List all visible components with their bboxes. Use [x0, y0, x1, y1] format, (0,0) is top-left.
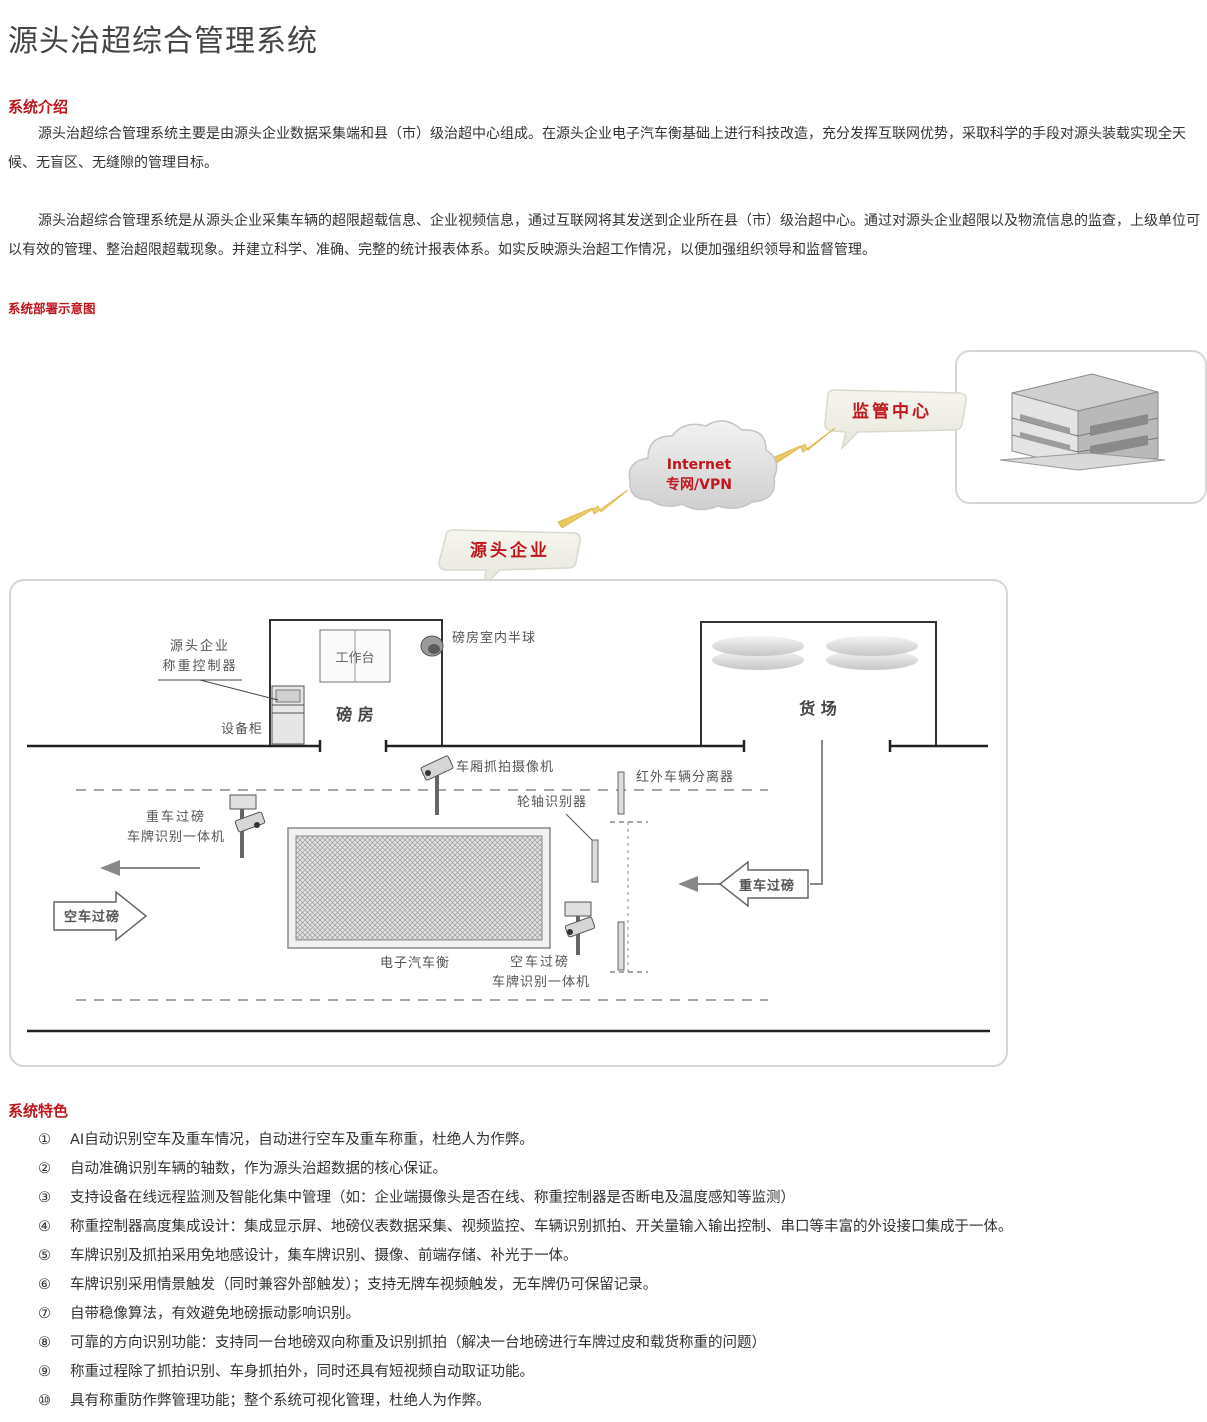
source-enterprise-label: 源头企业	[470, 540, 550, 561]
list-item: ⑨ 称重过程除了抓拍识别、车身抓拍外，同时还具有短视频自动取证功能。	[0, 1358, 1013, 1387]
indoor-dome-label: 磅房室内半球	[452, 630, 536, 646]
road-boundary	[27, 740, 990, 1033]
list-item: ⑦ 自带稳像算法，有效避免地磅振动影响识别。	[0, 1300, 1013, 1329]
list-item: ① AI自动识别空车及重车情况，自动进行空车及重车称重，杜绝人为作弊。	[0, 1126, 1013, 1155]
axle-identifier-label: 轮轴识别器	[517, 795, 587, 810]
lane-markings	[76, 789, 768, 1001]
list-item: ⑧ 可靠的方向识别功能：支持同一台地磅双向称重及识别抓拍（解决一台地磅进行车牌过皮…	[0, 1329, 1013, 1358]
heavy-vehicle-path: 重车过磅	[678, 740, 823, 908]
body-camera-icon	[420, 755, 454, 815]
item-text: 具有称重防作弊管理功能；整个系统可视化管理，杜绝人为作弊。	[70, 1393, 491, 1409]
list-item: ③ 支持设备在线远程监测及智能化集中管理（如：企业端摄像头是否在线、称重控制器是否…	[0, 1184, 1013, 1213]
intro-paragraph-1: 源头治超综合管理系统主要是由源头企业数据采集端和县（市）级治超中心组成。在源头企…	[8, 126, 1186, 171]
item-number: ⑦	[38, 1306, 51, 1322]
page-title: 源头治超综合管理系统	[8, 24, 318, 59]
item-text: AI自动识别空车及重车情况，自动进行空车及重车称重，杜绝人为作弊。	[70, 1132, 534, 1148]
empty-lpr-label-line2: 车牌识别一体机	[492, 974, 590, 990]
item-number: ②	[38, 1161, 51, 1177]
cargo-yard: 货 场	[700, 621, 937, 746]
item-number: ①	[38, 1132, 51, 1148]
list-item: ⑤ 车牌识别及抓拍采用免地感设计，集车牌识别、摄像、前端存储、补光于一体。	[0, 1242, 1013, 1271]
list-item: ② 自动准确识别车辆的轴数，作为源头治超数据的核心保证。	[0, 1155, 1013, 1184]
controller-label-line1: 源头企业	[170, 638, 230, 654]
axle-identifier-icon	[565, 813, 599, 883]
exit-direction-arrow	[100, 860, 200, 876]
cloud-label-vpn: 专网/VPN	[666, 476, 732, 493]
item-text: 车牌识别采用情景触发（同时兼容外部触发）；支持无牌车视频触发，无车牌仍可保留记录…	[70, 1277, 658, 1293]
truck-scale: 电子汽车衡	[287, 827, 551, 971]
controller-label-line2: 称重控制器	[162, 658, 237, 674]
deployment-heading: 系统部署示意图	[8, 301, 96, 316]
supervision-center-bubble: 监管中心	[824, 389, 967, 451]
item-text: 称重控制器高度集成设计：集成显示屏、地磅仪表数据采集、视频监控、车辆识别抓拍、开…	[70, 1219, 1013, 1235]
infrared-separator-label: 红外车辆分离器	[636, 769, 734, 785]
heavy-lpr-label-line1: 重车过磅	[146, 809, 206, 825]
item-number: ⑩	[38, 1393, 51, 1409]
empty-lpr-camera-icon	[564, 901, 596, 955]
lightning-bolt-icon	[767, 427, 836, 467]
deployment-diagram: 监管中心 Internet 专网/VPN 源头企业 工作台 磅 房 源头企业 称…	[9, 350, 1207, 1067]
item-number: ④	[38, 1219, 51, 1235]
internet-cloud-icon: Internet 专网/VPN	[628, 420, 778, 511]
supervision-center-label: 监管中心	[852, 401, 932, 422]
intro-heading: 系统介绍	[8, 98, 69, 116]
empty-vehicle-arrow: 空车过磅	[53, 890, 148, 942]
features-list: ① AI自动识别空车及重车情况，自动进行空车及重车称重，杜绝人为作弊。 ② 自动准确…	[0, 1126, 1013, 1416]
item-number: ⑤	[38, 1248, 51, 1264]
weighing-room: 工作台 磅 房 源头企业 称重控制器 设备柜 磅房室内半球	[158, 619, 536, 746]
weighing-room-label: 磅 房	[336, 705, 374, 724]
intro-paragraph-2: 源头治超综合管理系统是从源头企业采集车辆的超限超载信息、企业视频信息，通过互联网…	[8, 213, 1200, 258]
empty-arrow-label: 空车过磅	[64, 909, 120, 925]
features-heading: 系统特色	[8, 1102, 69, 1120]
equipment-cabinet-label: 设备柜	[221, 721, 263, 737]
office-building-icon	[999, 373, 1166, 471]
workbench-label: 工作台	[335, 651, 374, 666]
item-number: ⑥	[38, 1277, 51, 1293]
item-number: ⑨	[38, 1364, 51, 1380]
heavy-lpr-camera-icon	[229, 794, 266, 858]
equipment-cabinet	[271, 685, 305, 745]
item-text: 支持设备在线远程监测及智能化集中管理（如：企业端摄像头是否在线、称重控制器是否断…	[70, 1190, 795, 1206]
empty-lpr-label-line1: 空车过磅	[510, 954, 570, 970]
item-text: 车牌识别及抓拍采用免地感设计，集车牌识别、摄像、前端存储、补光于一体。	[70, 1248, 578, 1264]
storage-pile-icon	[712, 636, 918, 670]
item-text: 称重过程除了抓拍识别、车身抓拍外，同时还具有短视频自动取证功能。	[70, 1364, 534, 1380]
list-item: ④ 称重控制器高度集成设计：集成显示屏、地磅仪表数据采集、视频监控、车辆识别抓拍、…	[0, 1213, 1013, 1242]
heavy-arrow-label: 重车过磅	[739, 878, 795, 894]
source-enterprise-bubble: 源头企业	[438, 529, 581, 589]
item-text: 自动准确识别车辆的轴数，作为源头治超数据的核心保证。	[70, 1161, 447, 1177]
list-item: ⑩ 具有称重防作弊管理功能；整个系统可视化管理，杜绝人为作弊。	[0, 1387, 1013, 1416]
cloud-label-internet: Internet	[667, 457, 732, 473]
infrared-separator-icon	[617, 771, 625, 971]
list-item: ⑥ 车牌识别采用情景触发（同时兼容外部触发）；支持无牌车视频触发，无车牌仍可保留记…	[0, 1271, 1013, 1300]
cargo-yard-label: 货 场	[799, 699, 837, 718]
supervision-center-box	[955, 350, 1207, 504]
item-number: ⑧	[38, 1335, 51, 1351]
body-camera-label: 车厢抓拍摄像机	[456, 759, 554, 775]
item-number: ③	[38, 1190, 51, 1206]
item-text: 自带稳像算法，有效避免地磅振动影响识别。	[70, 1306, 360, 1322]
dome-camera-icon	[420, 635, 444, 657]
item-text: 可靠的方向识别功能：支持同一台地磅双向称重及识别抓拍（解决一台地磅进行车牌过皮和…	[70, 1335, 766, 1351]
lightning-bolt-icon	[557, 489, 629, 529]
heavy-lpr-label-line2: 车牌识别一体机	[127, 829, 225, 845]
truck-scale-label: 电子汽车衡	[380, 955, 450, 971]
site-layout-frame	[9, 579, 1008, 1067]
